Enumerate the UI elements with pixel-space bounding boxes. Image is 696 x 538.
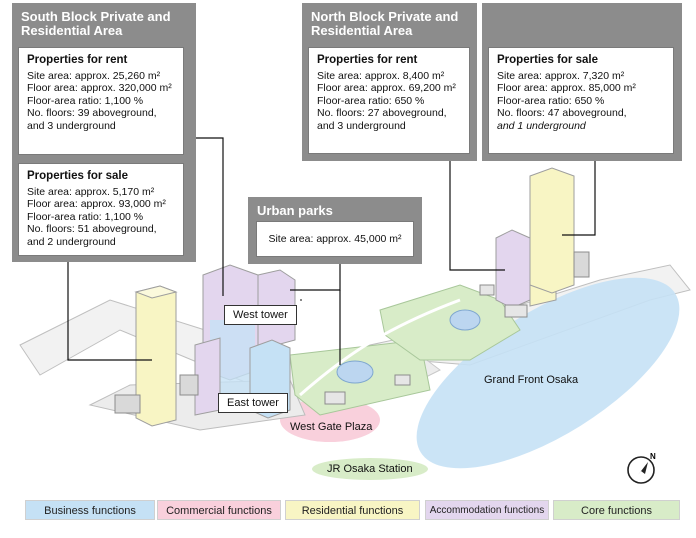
jr-osaka-station-label: JR Osaka Station <box>327 463 413 475</box>
legend-commercial: Commercial functions <box>157 500 281 520</box>
legend-business: Business functions <box>25 500 155 520</box>
north-sale-line: and 1 underground <box>497 119 586 132</box>
north-sale-line: Floor-area ratio: 650 % <box>497 94 605 107</box>
north-rent-card: Properties for rent Site area: approx. 8… <box>308 47 470 154</box>
north-sale-line: Floor area: approx. 85,000 m² <box>497 82 636 94</box>
park-path <box>299 298 461 397</box>
south-rent-card: Properties for rent Site area: approx. 2… <box>18 47 184 155</box>
urban-parks-title: Urban parks <box>257 203 333 218</box>
south-sale-line: Floor area: approx. 93,000 m² <box>27 198 166 210</box>
south-sale-line: No. floors: 51 aboveground, <box>27 223 157 235</box>
south-rent-line: and 3 underground <box>27 119 116 132</box>
leader-south-sale <box>67 258 152 361</box>
south-rent-title: Properties for rent <box>27 54 128 66</box>
urban-parks-line: Site area: approx. 45,000 m² <box>268 233 402 245</box>
legend-residential: Residential functions <box>285 500 420 520</box>
south-sale-card: Properties for sale Site area: approx. 5… <box>18 163 184 256</box>
north-sale-card: Properties for sale Site area: approx. 7… <box>488 47 674 154</box>
south-sale-tower <box>135 285 177 427</box>
north-sale-tower <box>529 167 575 294</box>
leader-north-sale <box>562 155 596 236</box>
north-rent-line: and 3 underground <box>317 119 406 132</box>
west-gate-plaza-label: West Gate Plaza <box>290 421 373 433</box>
south-sale-title: Properties for sale <box>27 170 128 182</box>
north-rent-line: Floor-area ratio: 650 % <box>317 94 425 107</box>
north-mark: N <box>650 452 656 461</box>
north-pond <box>449 309 481 331</box>
south-pond <box>336 360 374 384</box>
north-rent-line: Site area: approx. 8,400 m² <box>317 69 445 82</box>
south-rent-line: No. floors: 39 aboveground, <box>27 107 157 119</box>
south-rent-line: Floor-area ratio: 1,100 % <box>27 94 144 107</box>
jr-station-zone <box>312 458 428 480</box>
north-sale-title: Properties for sale <box>497 54 598 66</box>
grand-front-zone <box>416 277 680 469</box>
south-sale-line: Floor-area ratio: 1,100 % <box>27 210 144 223</box>
north-compass-icon: N <box>626 452 656 485</box>
leader-urban-parks <box>290 260 341 291</box>
north-sale-line: Site area: approx. 7,320 m² <box>497 69 625 82</box>
legend-core: Core functions <box>553 500 680 520</box>
leader-south-rent <box>183 137 224 296</box>
south-rent-line: Floor area: approx. 320,000 m² <box>27 82 172 94</box>
north-rent-title: Properties for rent <box>317 54 418 66</box>
leader-north-rent <box>449 155 505 271</box>
south-sale-line: and 2 underground <box>27 235 116 248</box>
north-rent-tower <box>495 229 531 309</box>
legend-accommodation: Accommodation functions <box>425 500 549 520</box>
north-block-title: North Block Private and Residential Area <box>311 9 459 38</box>
north-rent-line: Floor area: approx. 69,200 m² <box>317 82 456 94</box>
east-tower-label: East tower <box>218 393 288 413</box>
north-sale-line: No. floors: 47 aboveground, <box>497 107 627 119</box>
south-block-title: South Block Private and Residential Area <box>21 9 171 38</box>
north-rent-line: No. floors: 27 aboveground, <box>317 107 447 119</box>
urban-parks-card: Site area: approx. 45,000 m² <box>256 221 414 257</box>
south-rent-line: Site area: approx. 25,260 m² <box>27 69 161 82</box>
south-sale-line: Site area: approx. 5,170 m² <box>27 185 155 198</box>
grand-front-osaka-label: Grand Front Osaka <box>484 374 579 386</box>
west-tower-label: West tower <box>224 305 297 325</box>
west-gate-plaza-zone <box>280 398 380 442</box>
north-panel-divider <box>477 3 482 161</box>
